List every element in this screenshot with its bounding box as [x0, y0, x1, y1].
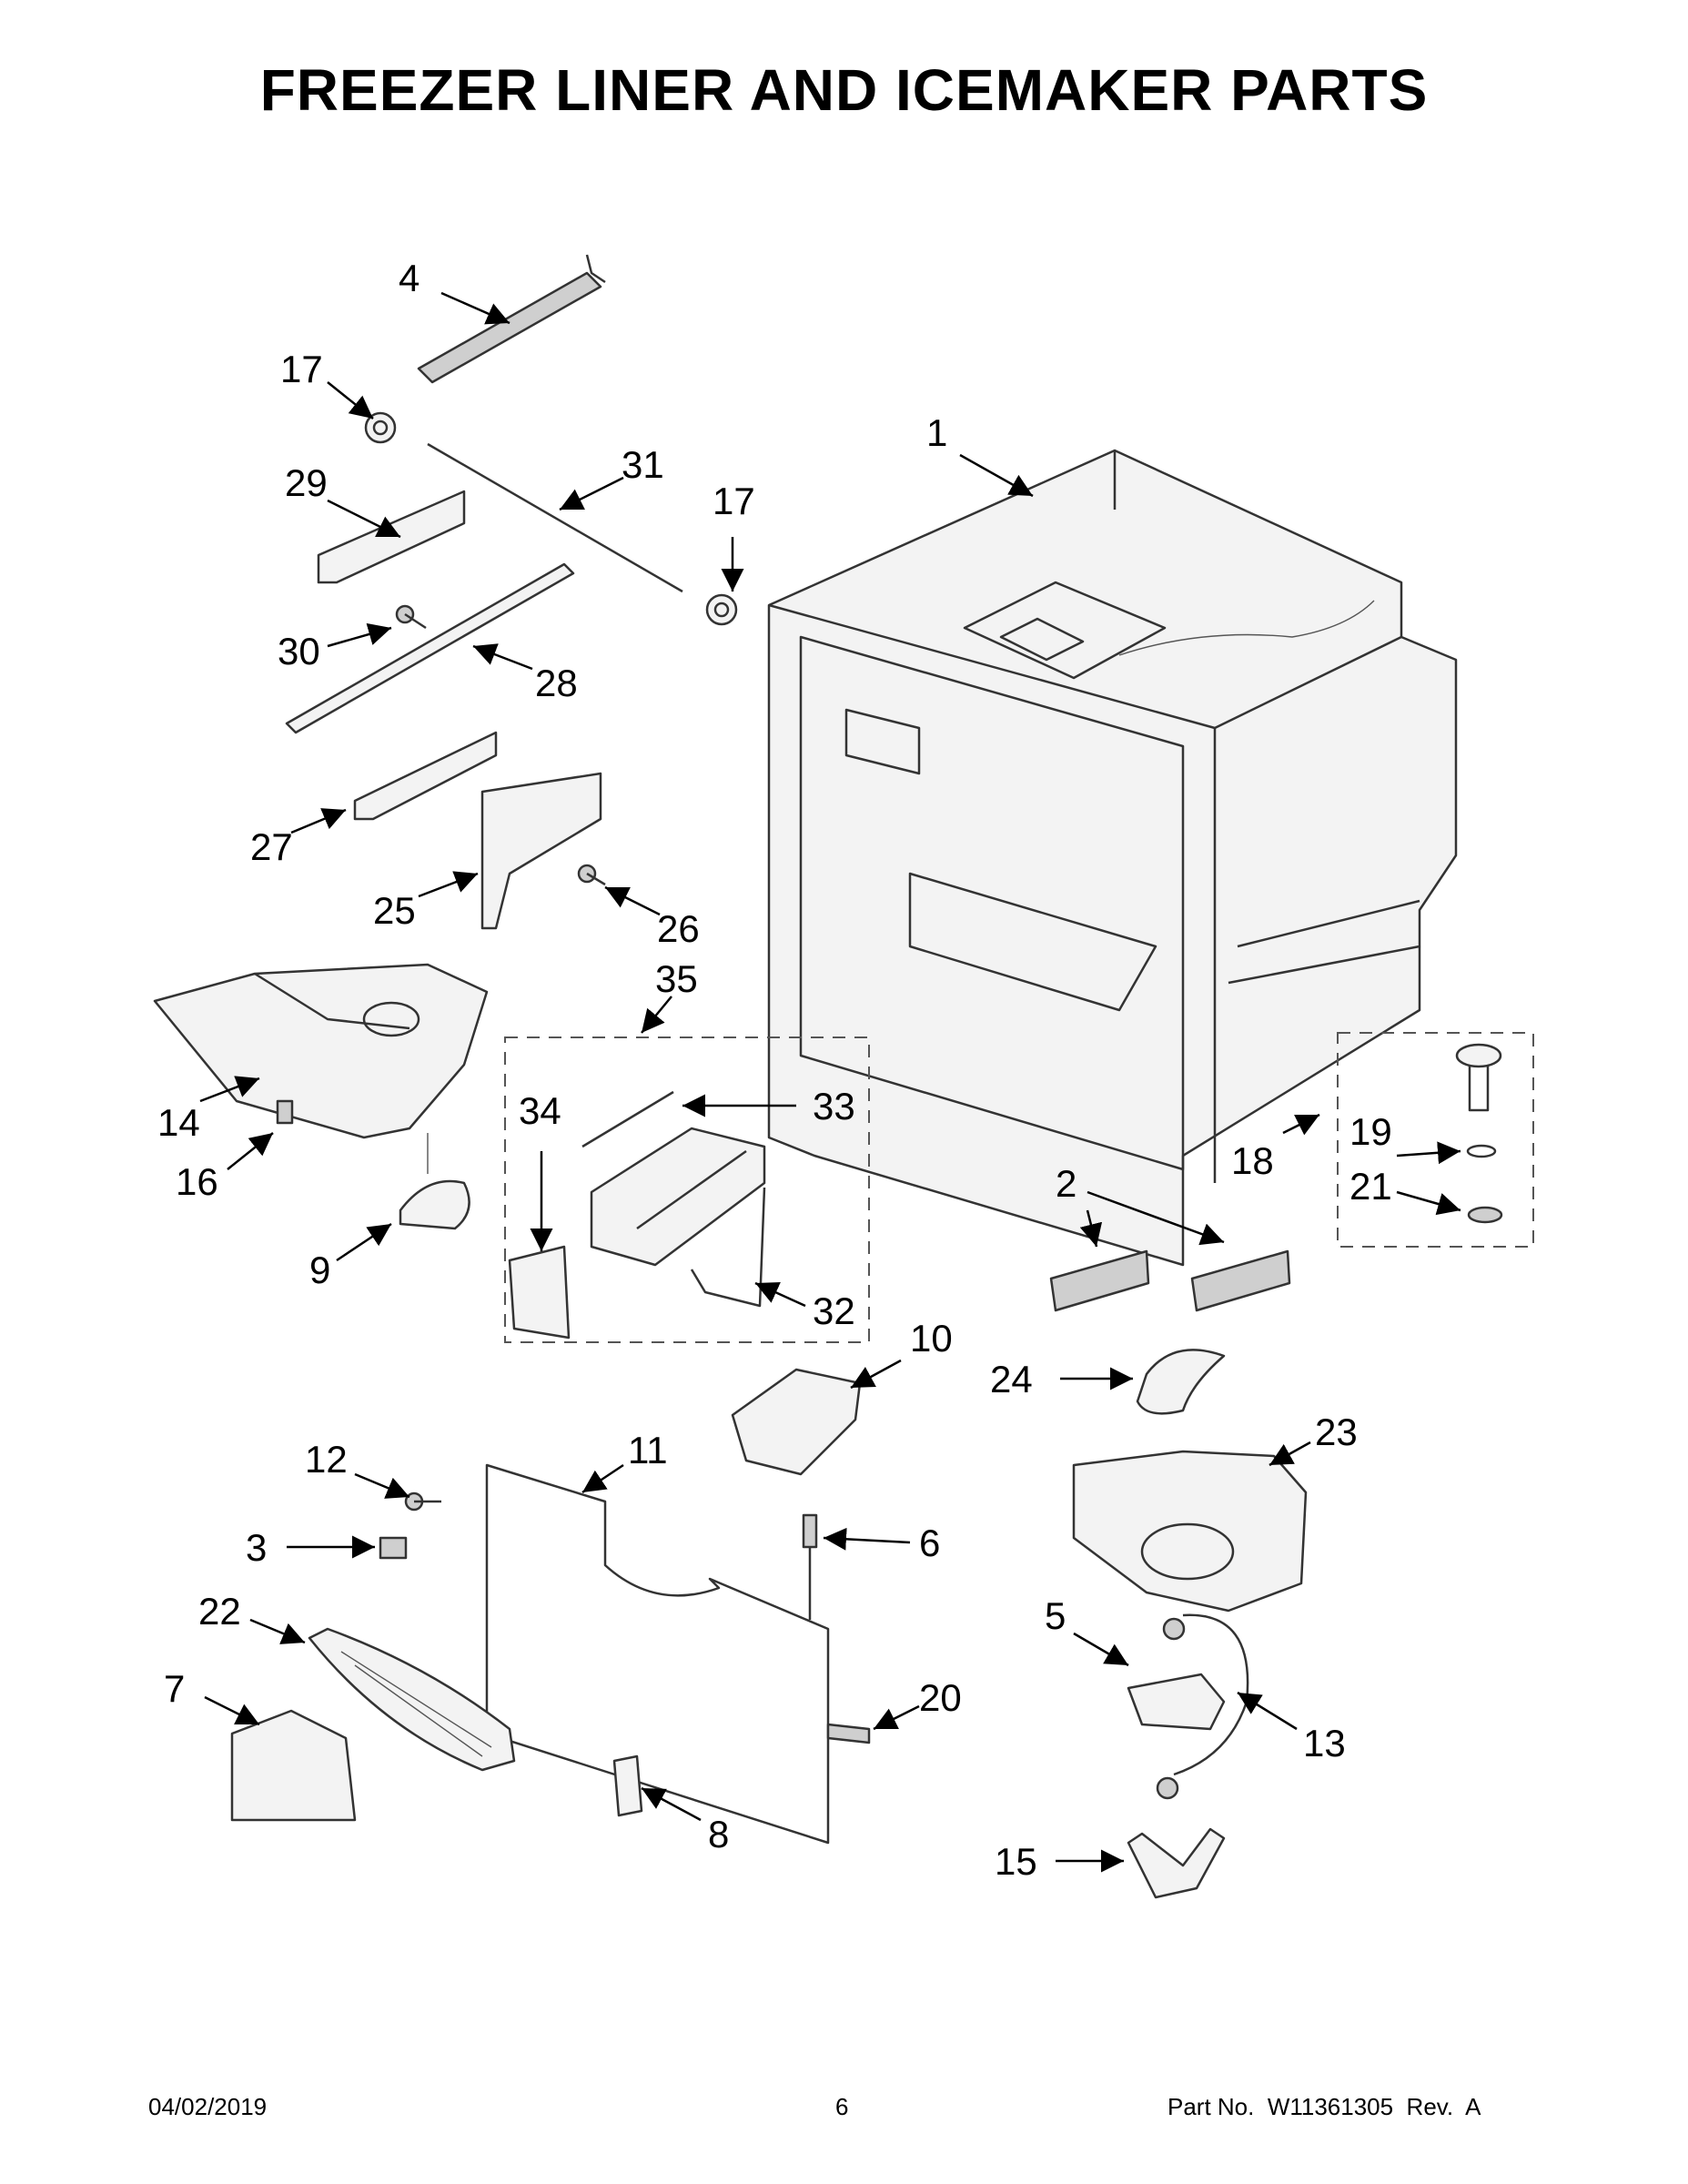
callout-16: 16	[176, 1160, 218, 1203]
callout-9: 9	[309, 1249, 330, 1291]
callout-3: 3	[246, 1526, 267, 1569]
gear-part-17-right	[705, 593, 738, 626]
callout-26: 26	[657, 907, 700, 950]
footer-page-number: 6	[835, 2093, 849, 2120]
panel-part-11	[485, 1463, 830, 1845]
leader-lines	[199, 291, 1461, 1873]
callout-17-left: 17	[280, 348, 323, 390]
screw-part-26	[577, 864, 606, 886]
callout-17-right: 17	[713, 480, 755, 522]
callout-30: 30	[278, 630, 320, 672]
callout-35: 35	[655, 957, 698, 1000]
bracket-part-25	[480, 772, 602, 930]
callout-25: 25	[373, 889, 416, 932]
callout-24: 24	[990, 1358, 1033, 1400]
callout-27: 27	[250, 825, 293, 868]
screw-part-12	[404, 1491, 441, 1512]
bracket-part-15	[1127, 1827, 1226, 1899]
rail-part-4	[417, 254, 606, 384]
tray-part-10	[731, 1368, 862, 1476]
screw-part-30	[395, 604, 427, 630]
sensor-part-6	[802, 1513, 818, 1620]
callout-1: 1	[926, 411, 947, 454]
freezer-liner-part	[767, 449, 1458, 1267]
shroud-part-23	[1072, 1450, 1308, 1613]
arm-part-32	[690, 1187, 766, 1308]
cover-part-34	[508, 1245, 571, 1340]
callout-labels: 1 4 17 31 17 29 30 28 27 25 26 35 14 16 …	[157, 257, 1392, 1883]
strip-part-20	[826, 1723, 871, 1744]
housing-part-14	[153, 963, 489, 1139]
duct-part-7	[230, 1709, 357, 1822]
icemaker-body	[590, 1127, 766, 1267]
fan-blade-part-24	[1136, 1349, 1226, 1415]
part-19	[1455, 1043, 1502, 1112]
callout-4: 4	[399, 257, 419, 299]
rod-part-31	[427, 442, 683, 593]
wire-harness-part-33	[581, 1090, 674, 1148]
callout-10: 10	[910, 1317, 953, 1360]
part-8	[612, 1754, 643, 1817]
callout-5: 5	[1045, 1594, 1066, 1637]
grommet	[1156, 1776, 1179, 1800]
bracket-part-29	[317, 490, 466, 584]
icemaker-assembly-box-35	[504, 1036, 870, 1343]
motor-part-5	[1127, 1617, 1226, 1731]
callout-20: 20	[919, 1676, 962, 1719]
part-16	[276, 1099, 294, 1125]
callout-7: 7	[164, 1667, 185, 1710]
oring-part-19	[1466, 1144, 1497, 1158]
callout-22: 22	[198, 1590, 241, 1633]
grille-part-22	[308, 1627, 516, 1772]
callout-21: 21	[1349, 1165, 1392, 1208]
callout-8: 8	[708, 1813, 729, 1855]
pad-part-2-right	[1190, 1249, 1291, 1312]
pad-part-2-left	[1049, 1249, 1150, 1312]
callout-34: 34	[519, 1089, 561, 1132]
callout-31: 31	[622, 443, 664, 486]
callout-6: 6	[919, 1522, 940, 1564]
callout-14: 14	[157, 1101, 200, 1144]
callout-23: 23	[1315, 1410, 1358, 1453]
callout-28: 28	[535, 662, 578, 704]
callout-2: 2	[1056, 1162, 1076, 1205]
gear-part-17-left	[364, 411, 397, 444]
callout-18: 18	[1231, 1139, 1274, 1182]
callout-12: 12	[305, 1438, 348, 1481]
callout-33: 33	[813, 1085, 855, 1127]
bracket-part-27	[353, 731, 498, 821]
callout-32: 32	[813, 1289, 855, 1332]
page-title: FREEZER LINER AND ICEMAKER PARTS	[259, 57, 1429, 123]
callout-13: 13	[1303, 1722, 1346, 1764]
slide-part-28	[285, 562, 575, 734]
footer-date: 04/02/2019	[148, 2093, 268, 2120]
callout-29: 29	[285, 461, 328, 504]
part-3	[379, 1536, 408, 1560]
callout-19: 19	[1349, 1110, 1392, 1153]
footer-part-number: Part No. W11361305 Rev. A	[1167, 2093, 1481, 2120]
callout-11: 11	[628, 1429, 668, 1471]
part-9	[399, 1179, 470, 1230]
washer-part-21	[1467, 1206, 1503, 1224]
callout-15: 15	[995, 1840, 1037, 1883]
